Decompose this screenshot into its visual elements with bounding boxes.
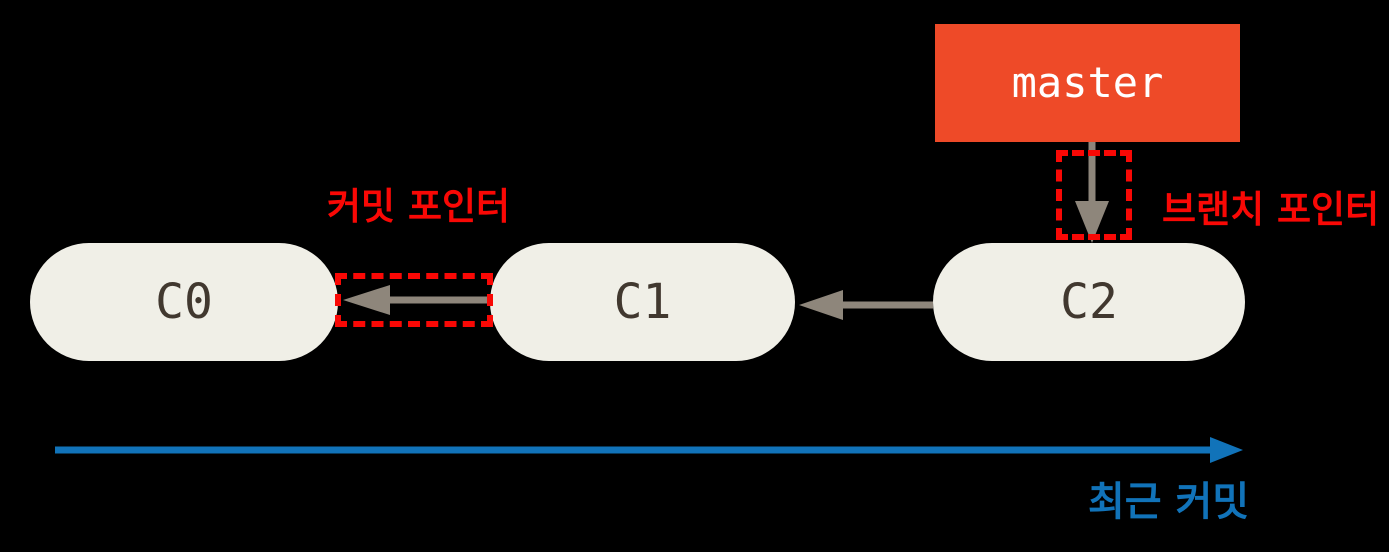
commit-node-c2: C2	[933, 243, 1245, 361]
branch-box-master: master	[935, 24, 1240, 142]
branch-pointer-label: 브랜치 포인터	[1162, 188, 1380, 231]
branch-pointer-highlight-box	[1056, 150, 1132, 240]
commit-pointer-label: 커밋 포인터	[327, 185, 511, 228]
commit-node-c1: C1	[490, 243, 795, 361]
branch-box-master-label: master	[1011, 58, 1164, 107]
commit-node-c1-label: C1	[613, 274, 672, 330]
timeline-label: 최근 커밋	[1088, 479, 1250, 525]
parent-arrow-c2-to-c1-icon	[799, 290, 933, 320]
timeline-arrow-icon	[55, 437, 1243, 463]
commit-node-c0: C0	[30, 243, 338, 361]
commit-pointer-highlight-box	[335, 273, 493, 327]
commit-node-c0-label: C0	[155, 274, 213, 330]
parent-arrow-c1-to-c0-icon	[343, 285, 493, 315]
commit-node-c2-label: C2	[1060, 274, 1118, 330]
